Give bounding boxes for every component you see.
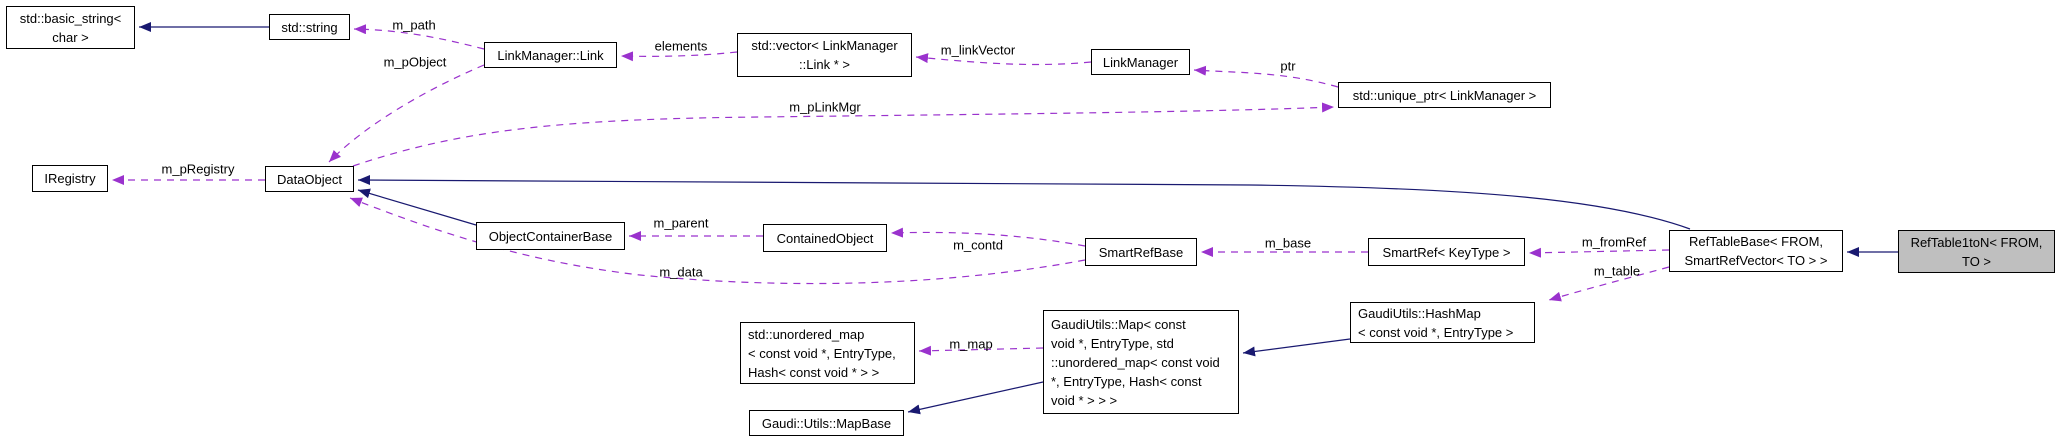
node-gaudiutils-hashmap[interactable]: GaudiUtils::HashMap < const void *, Entr…	[1350, 302, 1535, 343]
node-iregistry[interactable]: IRegistry	[32, 165, 108, 192]
node-label: < const void *, EntryType >	[1358, 324, 1514, 340]
node-label: std::string	[281, 19, 338, 35]
edge-label-m-base: m_base	[1264, 235, 1312, 251]
node-label: *, EntryType, Hash< const	[1051, 373, 1202, 389]
node-label: GaudiUtils::HashMap	[1358, 305, 1481, 321]
node-label: Hash< const void * > >	[748, 364, 880, 380]
edge-inherit-map-mapbase	[907, 381, 1044, 415]
node-label: std::unordered_map	[748, 326, 865, 342]
node-label: SmartRefBase	[1098, 244, 1184, 260]
node-label: LinkManager	[1102, 54, 1179, 70]
edge-label-m-table: m_table	[1593, 263, 1641, 279]
edge-use-m-table	[1548, 266, 1670, 302]
node-label: < const void *, EntryType,	[748, 345, 896, 361]
edge-label-m-pobject: m_pObject	[383, 54, 447, 70]
node-label: void *, EntryType, std	[1051, 335, 1174, 351]
node-linkmanager-link[interactable]: LinkManager::Link	[484, 42, 617, 68]
node-label: Gaudi::Utils::MapBase	[761, 415, 892, 431]
node-reftable1ton-current: RefTable1toN< FROM, TO >	[1898, 230, 2055, 273]
edge-inherit-objectcontainerbase-dataobject	[357, 188, 477, 226]
edge-label-m-contd: m_contd	[953, 237, 1003, 253]
node-objectcontainerbase[interactable]: ObjectContainerBase	[476, 222, 625, 250]
edge-inherit-hashmap-map	[1242, 338, 1351, 357]
node-std-string[interactable]: std::string	[269, 14, 350, 40]
node-smartref-keytype[interactable]: SmartRef< KeyType >	[1368, 238, 1525, 266]
node-label: std::basic_string<	[19, 10, 122, 26]
node-label: RefTableBase< FROM,	[1688, 234, 1824, 249]
edge-label-m-linkvector: m_linkVector	[940, 42, 1016, 58]
edge-inherit-reftablebase-dataobject	[357, 175, 1691, 230]
node-label: std::unique_ptr< LinkManager >	[1352, 87, 1537, 103]
node-label: IRegistry	[44, 171, 96, 186]
node-label: ContainedObject	[776, 230, 874, 246]
node-reftablebase[interactable]: RefTableBase< FROM, SmartRefVector< TO >…	[1669, 230, 1843, 272]
edge-use-ptr	[1193, 65, 1339, 88]
node-std-basic-string[interactable]: std::basic_string< char >	[6, 6, 135, 49]
edge-use-m-path	[353, 24, 485, 50]
node-label: ObjectContainerBase	[488, 228, 613, 244]
node-label: DataObject	[276, 171, 343, 187]
edge-use-m-pobject	[328, 64, 485, 163]
node-std-unique-ptr[interactable]: std::unique_ptr< LinkManager >	[1338, 82, 1551, 108]
edge-use-m-linkvector	[915, 53, 1092, 66]
node-label: TO >	[1961, 253, 1992, 269]
edge-label-m-path: m_path	[392, 17, 436, 33]
node-label: std::vector< LinkManager	[751, 38, 898, 53]
node-smartrefbase[interactable]: SmartRefBase	[1085, 238, 1197, 266]
node-gaudiutils-map[interactable]: GaudiUtils::Map< const void *, EntryType…	[1043, 310, 1239, 414]
node-label: ::unordered_map< const void	[1051, 354, 1220, 370]
node-label: SmartRefVector< TO > >	[1684, 253, 1828, 268]
edge-label-m-fromref: m_fromRef	[1581, 234, 1647, 250]
edge-label-m-plinkmgr: m_pLinkMgr	[789, 99, 861, 115]
edge-label-m-data: m_data	[659, 264, 703, 280]
edge-use-elements	[620, 51, 738, 62]
node-label: ::Link * >	[799, 57, 850, 72]
edge-label-ptr: ptr	[1280, 58, 1296, 74]
edge-label-m-map: m_map	[949, 336, 993, 352]
node-label: void * > > >	[1051, 392, 1118, 408]
node-std-unordered-map[interactable]: std::unordered_map < const void *, Entry…	[740, 322, 915, 384]
edge-label-m-pregistry: m_pRegistry	[161, 161, 235, 177]
node-std-vector-link[interactable]: std::vector< LinkManager ::Link * >	[737, 33, 912, 77]
edge-label-elements: elements	[654, 38, 708, 54]
node-dataobject[interactable]: DataObject	[265, 166, 354, 192]
node-gaudi-utils-mapbase[interactable]: Gaudi::Utils::MapBase	[749, 410, 904, 436]
edge-label-m-parent: m_parent	[653, 215, 709, 231]
node-label: RefTable1toN< FROM,	[1910, 234, 2043, 250]
node-label: SmartRef< KeyType >	[1382, 244, 1511, 260]
edge-use-m-fromref	[1528, 247, 1670, 258]
edge-use-m-contd	[890, 227, 1086, 247]
node-containedobject[interactable]: ContainedObject	[763, 224, 887, 252]
node-linkmanager[interactable]: LinkManager	[1091, 49, 1190, 75]
node-label: LinkManager::Link	[497, 47, 604, 63]
edge-use-m-plinkmgr	[352, 102, 1335, 167]
node-label: char >	[52, 29, 89, 45]
node-label: GaudiUtils::Map< const	[1051, 316, 1186, 332]
